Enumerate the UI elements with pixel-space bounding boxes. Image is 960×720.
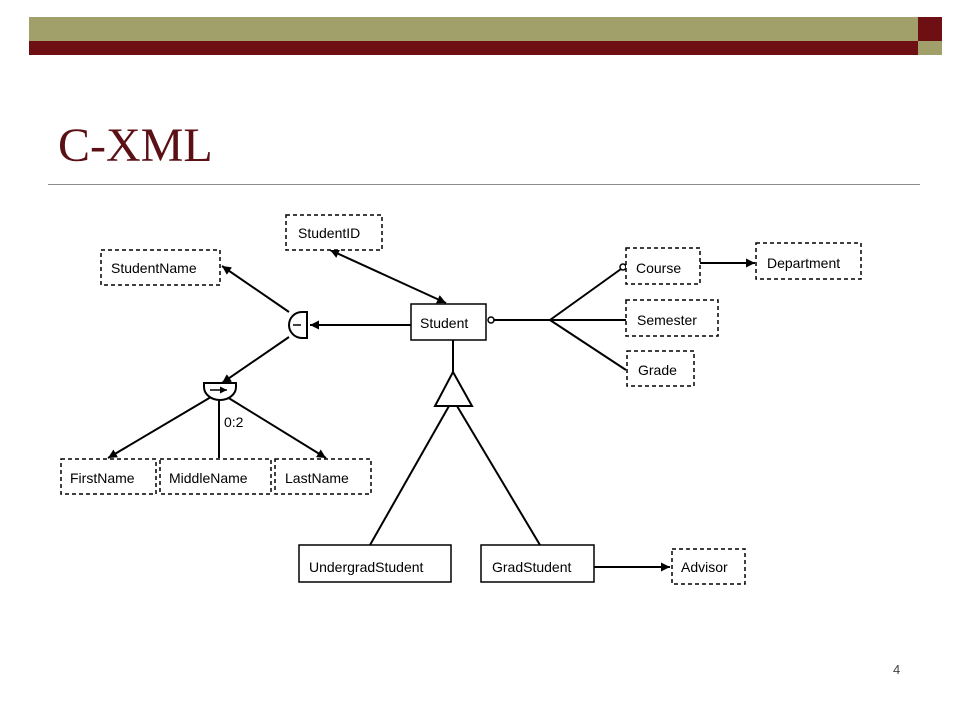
- node-grad-student-box: [480, 544, 595, 583]
- node-student-id-box: [285, 214, 383, 251]
- node-student-name-box: [100, 249, 221, 286]
- edge-isa-undergrad: [369, 405, 450, 546]
- page-number: 4: [893, 662, 901, 677]
- edge-student-studentid: [329, 249, 447, 304]
- edge-sequence-lastname: [226, 396, 327, 459]
- header-square-top: [918, 17, 942, 41]
- diagram-connectors: [107, 249, 755, 572]
- node-undergrad-student-box: [298, 544, 452, 583]
- node-student-id-label: StudentID: [298, 225, 360, 241]
- node-course-label: Course: [636, 260, 681, 276]
- node-course-box: [625, 247, 701, 285]
- header-band-bottom: [29, 41, 918, 55]
- node-student-box: [410, 303, 487, 341]
- node-grade-label: Grade: [638, 362, 677, 378]
- node-student-label: Student: [420, 315, 468, 331]
- node-semester-label: Semester: [637, 312, 697, 328]
- node-grade-box: [626, 350, 695, 387]
- name-group-connector: [288, 311, 308, 339]
- optional-marker-course: [619, 263, 627, 271]
- edge-name-group-studentname: [221, 265, 290, 313]
- edge-isa-grad: [456, 405, 541, 546]
- node-department-label: Department: [767, 255, 840, 271]
- edge-hub-grade: [549, 319, 627, 371]
- name-sequence-connector: [203, 382, 237, 401]
- node-department-box: [755, 242, 862, 280]
- node-last-name-label: LastName: [285, 470, 349, 486]
- node-middle-name-box: [159, 458, 272, 495]
- title-divider: [48, 184, 920, 185]
- slide-title: C-XML: [58, 119, 213, 172]
- node-last-name-box: [274, 458, 372, 495]
- node-advisor-box: [671, 548, 746, 585]
- edge-hub-course: [549, 268, 622, 321]
- optional-marker-student: [487, 316, 495, 324]
- header-band-top: [29, 17, 918, 41]
- isa-triangle: [433, 369, 474, 407]
- edge-sequence-firstname: [107, 396, 212, 459]
- edge-name-group-sequence: [221, 336, 290, 384]
- cardinality-label: 0:2: [224, 414, 244, 430]
- node-grad-student-label: GradStudent: [492, 559, 571, 575]
- node-middle-name-label: MiddleName: [169, 470, 248, 486]
- node-first-name-label: FirstName: [70, 470, 135, 486]
- node-advisor-label: Advisor: [681, 559, 728, 575]
- node-student-name-label: StudentName: [111, 260, 197, 276]
- node-semester-box: [625, 299, 719, 337]
- node-undergrad-student-label: UndergradStudent: [309, 559, 424, 575]
- header-square-bottom: [918, 41, 942, 55]
- node-first-name-box: [60, 458, 157, 495]
